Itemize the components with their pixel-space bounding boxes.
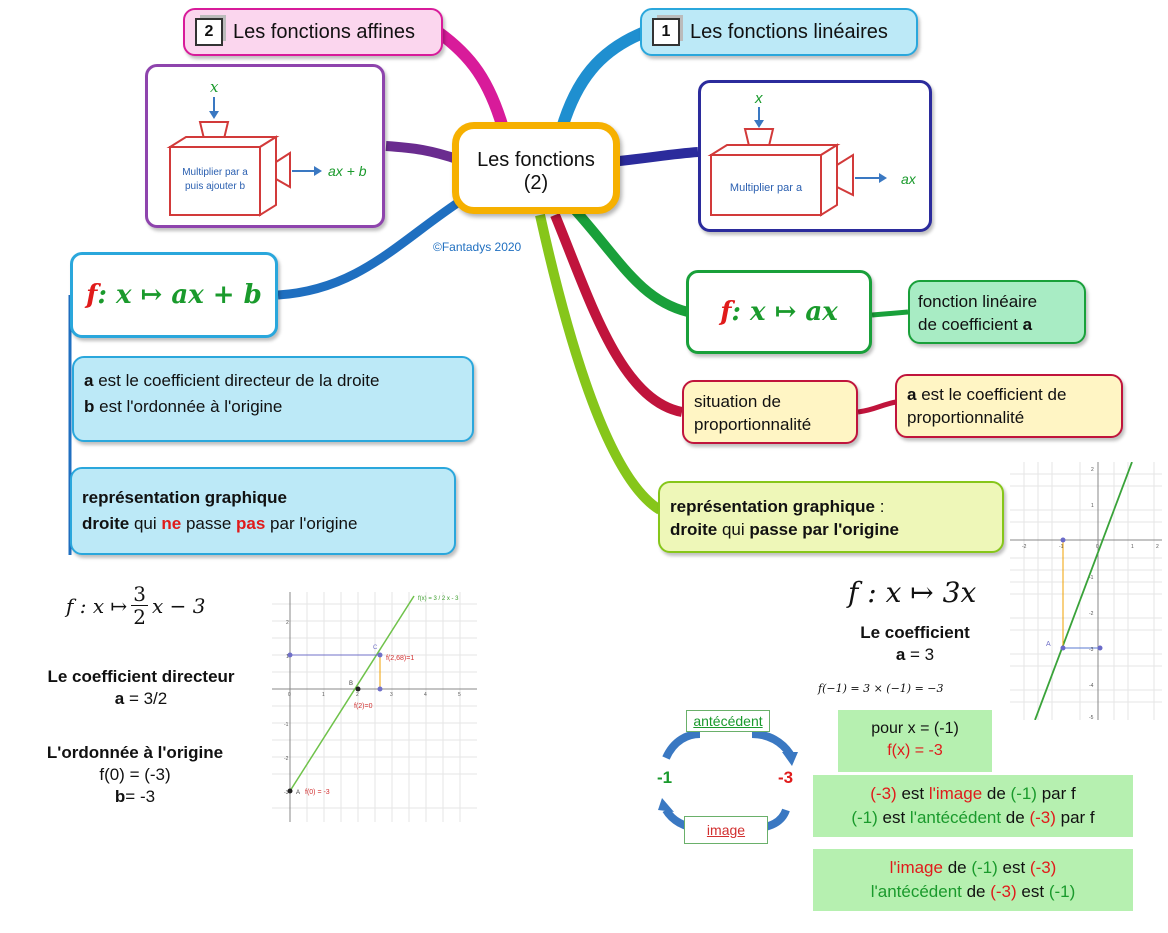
svg-text:2: 2 xyxy=(286,620,289,626)
svg-text:A: A xyxy=(296,790,300,796)
branch-representation xyxy=(535,213,663,515)
svg-text:0: 0 xyxy=(1096,544,1099,550)
image-antecedent-box-1: (-3) est l'image de (-1) par f (-1) est … xyxy=(813,775,1133,837)
svg-text:-4: -4 xyxy=(1089,683,1094,689)
center-node[interactable]: Les fonctions (2) xyxy=(452,122,620,214)
affine-representation-node[interactable]: représentation graphique droite qui ne p… xyxy=(70,467,456,555)
svg-text:f(x) = 3 / 2 x - 3: f(x) = 3 / 2 x - 3 xyxy=(418,596,459,602)
svg-text:4: 4 xyxy=(424,692,427,698)
svg-text:1: 1 xyxy=(322,692,325,698)
svg-text:2: 2 xyxy=(1156,544,1159,550)
pour-box: pour x = (-1) f(x) = -3 xyxy=(838,710,992,772)
link-formule-coef xyxy=(871,309,909,318)
affine-coef-summary: Le coefficient directeur a = 3/2 xyxy=(47,667,235,708)
antecedent-label-box: antécédent xyxy=(686,710,770,732)
svg-text:-3: -3 xyxy=(284,790,289,796)
formula-f: f xyxy=(720,297,732,327)
copyright: ©Fantadys 2020 xyxy=(433,240,522,254)
svg-text:C: C xyxy=(373,645,378,651)
machine-label-1: Multiplier par a xyxy=(182,167,248,178)
lineaire-formula-node[interactable]: f : x ↦ ax xyxy=(686,270,872,354)
coef-b-line: b est l'ordonnée à l'origine xyxy=(84,397,283,416)
lineaire-coef-node[interactable]: fonction linéaire de coefficient a xyxy=(908,280,1086,344)
svg-text:0: 0 xyxy=(288,692,291,698)
svg-text:1: 1 xyxy=(1091,503,1094,509)
lineaires-title: Les fonctions linéaires xyxy=(690,20,888,43)
svg-text:1: 1 xyxy=(286,654,289,660)
affines-title-node[interactable]: 2 Les fonctions affines xyxy=(183,8,443,56)
svg-text:-1: -1 xyxy=(284,722,289,728)
machine-input: x xyxy=(754,90,763,107)
svg-text:f(0) = -3: f(0) = -3 xyxy=(305,789,330,796)
branch-formule-affine xyxy=(277,194,468,300)
svg-text:2: 2 xyxy=(356,692,359,698)
svg-text:-3: -3 xyxy=(1089,647,1094,653)
proportionnalite-node[interactable]: situation de proportionnalité xyxy=(682,380,858,444)
fraction: 3 2 xyxy=(131,582,148,629)
svg-text:3: 3 xyxy=(390,692,393,698)
cube-icon: 2 xyxy=(195,18,223,46)
affine-example-formula: f : x ↦ 3 2 x − 3 xyxy=(66,582,206,629)
center-subtitle: (2) xyxy=(523,172,549,194)
svg-text:1: 1 xyxy=(1131,544,1134,550)
representation-title: représentation graphique xyxy=(82,488,287,507)
formula-rest: : x ↦ ax xyxy=(731,297,838,327)
lineaires-title-node[interactable]: 1 Les fonctions linéaires xyxy=(640,8,918,56)
lineaire-calc: f(−1) = 3 × (−1) = −3 xyxy=(818,682,944,695)
affine-formula-node[interactable]: f : x ↦ ax + b xyxy=(70,252,278,338)
svg-text:-2: -2 xyxy=(284,756,289,762)
branch-machine-affine xyxy=(385,141,462,165)
affine-graph: f(x) = 3 / 2 x - 3 C B A f(2,68)=1 f(2)=… xyxy=(272,592,477,822)
affine-ordonnee-summary: L'ordonnée à l'origine f(0) = (-3) b= -3 xyxy=(46,743,224,806)
svg-text:5: 5 xyxy=(458,692,461,698)
lineaire-example-formula: f : x ↦ 3x xyxy=(848,576,977,609)
svg-text:-1: -1 xyxy=(1089,575,1094,581)
branch-affines xyxy=(432,26,511,141)
svg-text:-5: -5 xyxy=(1089,715,1094,720)
formula-f: f xyxy=(86,280,98,310)
lineaire-representation-node[interactable]: représentation graphique : droite qui pa… xyxy=(658,481,1004,553)
machine-illustration: x Multiplier par a puis ajouter b ax + b xyxy=(166,78,367,217)
svg-text:-2: -2 xyxy=(1089,611,1094,617)
svg-text:A: A xyxy=(1046,641,1051,648)
svg-text:f(2,68)=1: f(2,68)=1 xyxy=(386,655,414,662)
image-antecedent-box-2: l'image de (-1) est (-3) l'antécédent de… xyxy=(813,849,1133,911)
affine-coef-node[interactable]: a est le coefficient directeur de la dro… xyxy=(72,356,474,442)
link-prop-coef xyxy=(857,399,897,415)
branch-proportionnalite xyxy=(550,213,684,417)
machine-illustration: x Multiplier par a ax xyxy=(707,90,917,217)
branch-lineaires xyxy=(554,26,651,141)
affine-machine-node[interactable]: x Multiplier par a puis ajouter b ax + b xyxy=(145,64,385,228)
branch-formule-lineaire xyxy=(571,206,690,317)
cube-icon: 1 xyxy=(652,18,680,46)
branch-machine-lineaire xyxy=(609,147,699,167)
machine-output: ax xyxy=(901,171,917,187)
image-label-box: image xyxy=(684,816,768,844)
machine-label-2: puis ajouter b xyxy=(185,181,245,192)
representation-desc: droite qui ne passe pas par l'origine xyxy=(82,514,358,533)
lineaire-machine-node[interactable]: x Multiplier par a ax xyxy=(698,80,932,232)
lineaire-coef-summary: Le coefficient a = 3 xyxy=(860,623,970,664)
svg-text:-2: -2 xyxy=(1022,544,1027,550)
machine-output: ax + b xyxy=(328,163,367,179)
lineaire-graph: A 2 1 -1 -2 -3 -4 -5 -2 -1 0 1 2 xyxy=(1010,462,1162,720)
prop-coef-node[interactable]: a est le coefficient de proportionnalité xyxy=(895,374,1123,438)
center-title: Les fonctions xyxy=(477,149,595,171)
affines-title: Les fonctions affines xyxy=(233,20,415,43)
machine-label: Multiplier par a xyxy=(730,182,803,194)
coef-a-line: a est le coefficient directeur de la dro… xyxy=(84,371,380,390)
cycle-left-value: -1 xyxy=(657,768,673,787)
formula-rest: : x ↦ ax + b xyxy=(97,280,262,310)
cycle-right-value: -3 xyxy=(778,768,794,787)
svg-text:2: 2 xyxy=(1091,467,1094,473)
svg-text:-1: -1 xyxy=(1059,544,1064,550)
svg-text:B: B xyxy=(349,681,353,687)
machine-input: x xyxy=(210,78,219,96)
svg-text:f(2)=0: f(2)=0 xyxy=(354,703,373,710)
